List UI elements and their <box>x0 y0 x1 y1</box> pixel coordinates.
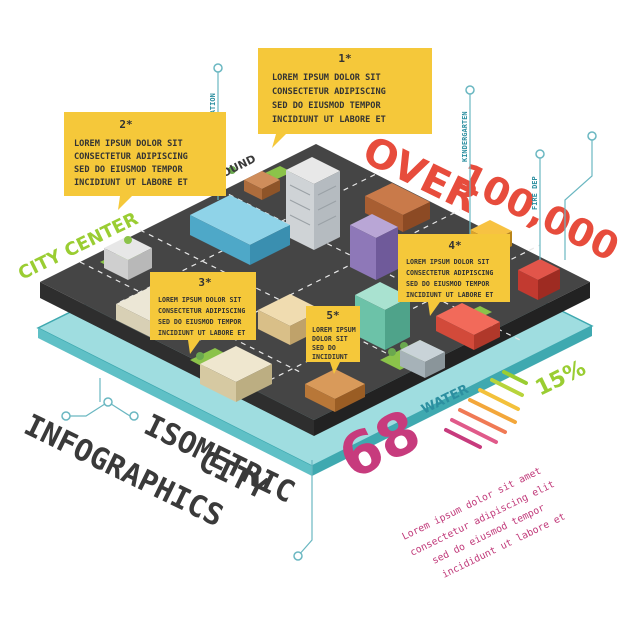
restaurant-building <box>305 369 365 412</box>
kindergarten-tag: KINDERGARTEN <box>461 111 469 162</box>
callout-5-line-3: SED DO <box>312 344 336 352</box>
callout-2-line-1: LOREM IPSUM DOLOR SIT <box>74 139 183 149</box>
pointer-dots <box>61 63 597 561</box>
callout-1-line-2: CONSECTETUR ADIPISCING <box>272 87 386 97</box>
brick-building-top <box>365 183 430 232</box>
callout-1-line-1: LOREM IPSUM DOLOR SIT <box>272 73 381 83</box>
callout-2: 2* LOREM IPSUM DOLOR SIT CONSECTETUR ADI… <box>64 112 226 210</box>
bank-building <box>200 346 272 402</box>
callout-3-number: 3* <box>198 276 211 289</box>
callout-5: 5* LOREM IPSUM DOLOR SIT SED DO INCIDIUN… <box>306 306 360 374</box>
callout-2-line-2: CONSECTETUR ADIPISCING <box>74 152 188 162</box>
stat-bars <box>444 370 528 449</box>
office-tower <box>286 157 340 250</box>
callout-4-line-1: LOREM IPSUM DOLOR SIT <box>406 258 489 266</box>
callout-4-line-2: CONSECTETUR ADIPISCING <box>406 269 493 277</box>
fire-dep-tag: FIRE DEP <box>531 176 539 210</box>
callout-3-line-4: INCIDIUNT UT LABORE ET <box>158 329 245 337</box>
callout-3: 3* LOREM IPSUM DOLOR SIT CONSECTETUR ADI… <box>150 272 256 354</box>
callout-3-line-2: CONSECTETUR ADIPISCING <box>158 307 245 315</box>
callout-2-number: 2* <box>119 118 132 131</box>
callout-3-line-3: SED DO EIUSMOD TEMPOR <box>158 318 241 326</box>
description: Lorem ipsum dolor sit amet consectetur a… <box>400 466 567 581</box>
callout-4-number: 4* <box>448 239 461 252</box>
callout-3-line-1: LOREM IPSUM DOLOR SIT <box>158 296 241 304</box>
callout-5-number: 5* <box>326 309 339 322</box>
fire-department-building <box>518 259 560 300</box>
callout-4: 4* LOREM IPSUM DOLOR SIT CONSECTETUR ADI… <box>398 234 510 316</box>
grey-building <box>400 340 445 378</box>
small-brown-building <box>244 171 280 200</box>
callout-1-number: 1* <box>338 52 351 65</box>
train-station-building <box>190 195 290 265</box>
city-hall <box>104 236 152 280</box>
callout-5-line-1: LOREM IPSUM <box>312 326 356 334</box>
purple-apartment <box>350 214 398 280</box>
callout-1-line-4: INCIDIUNT UT LABORE ET <box>272 115 386 125</box>
callout-5-line-2: DOLOR SIT <box>312 335 348 343</box>
percent-stat: 15% <box>532 356 590 402</box>
hospital-building <box>436 303 500 350</box>
callout-1: 1* LOREM IPSUM DOLOR SIT CONSECTETUR ADI… <box>258 48 432 148</box>
callout-4-line-4: INCIDIUNT UT LABORE ET <box>406 291 493 299</box>
callout-4-line-3: SED DO EIUSMOD TEMPOR <box>406 280 489 288</box>
green-office <box>355 282 410 350</box>
callout-2-line-3: SED DO EIUSMOD TEMPOR <box>74 165 183 175</box>
callout-1-line-3: SED DO EIUSMOD TEMPOR <box>272 101 381 111</box>
callout-2-line-4: INCIDIUNT UT LABORE ET <box>74 178 188 188</box>
city-ground-slab <box>40 144 590 436</box>
callout-5-line-4: INCIDIUNT <box>312 353 348 361</box>
